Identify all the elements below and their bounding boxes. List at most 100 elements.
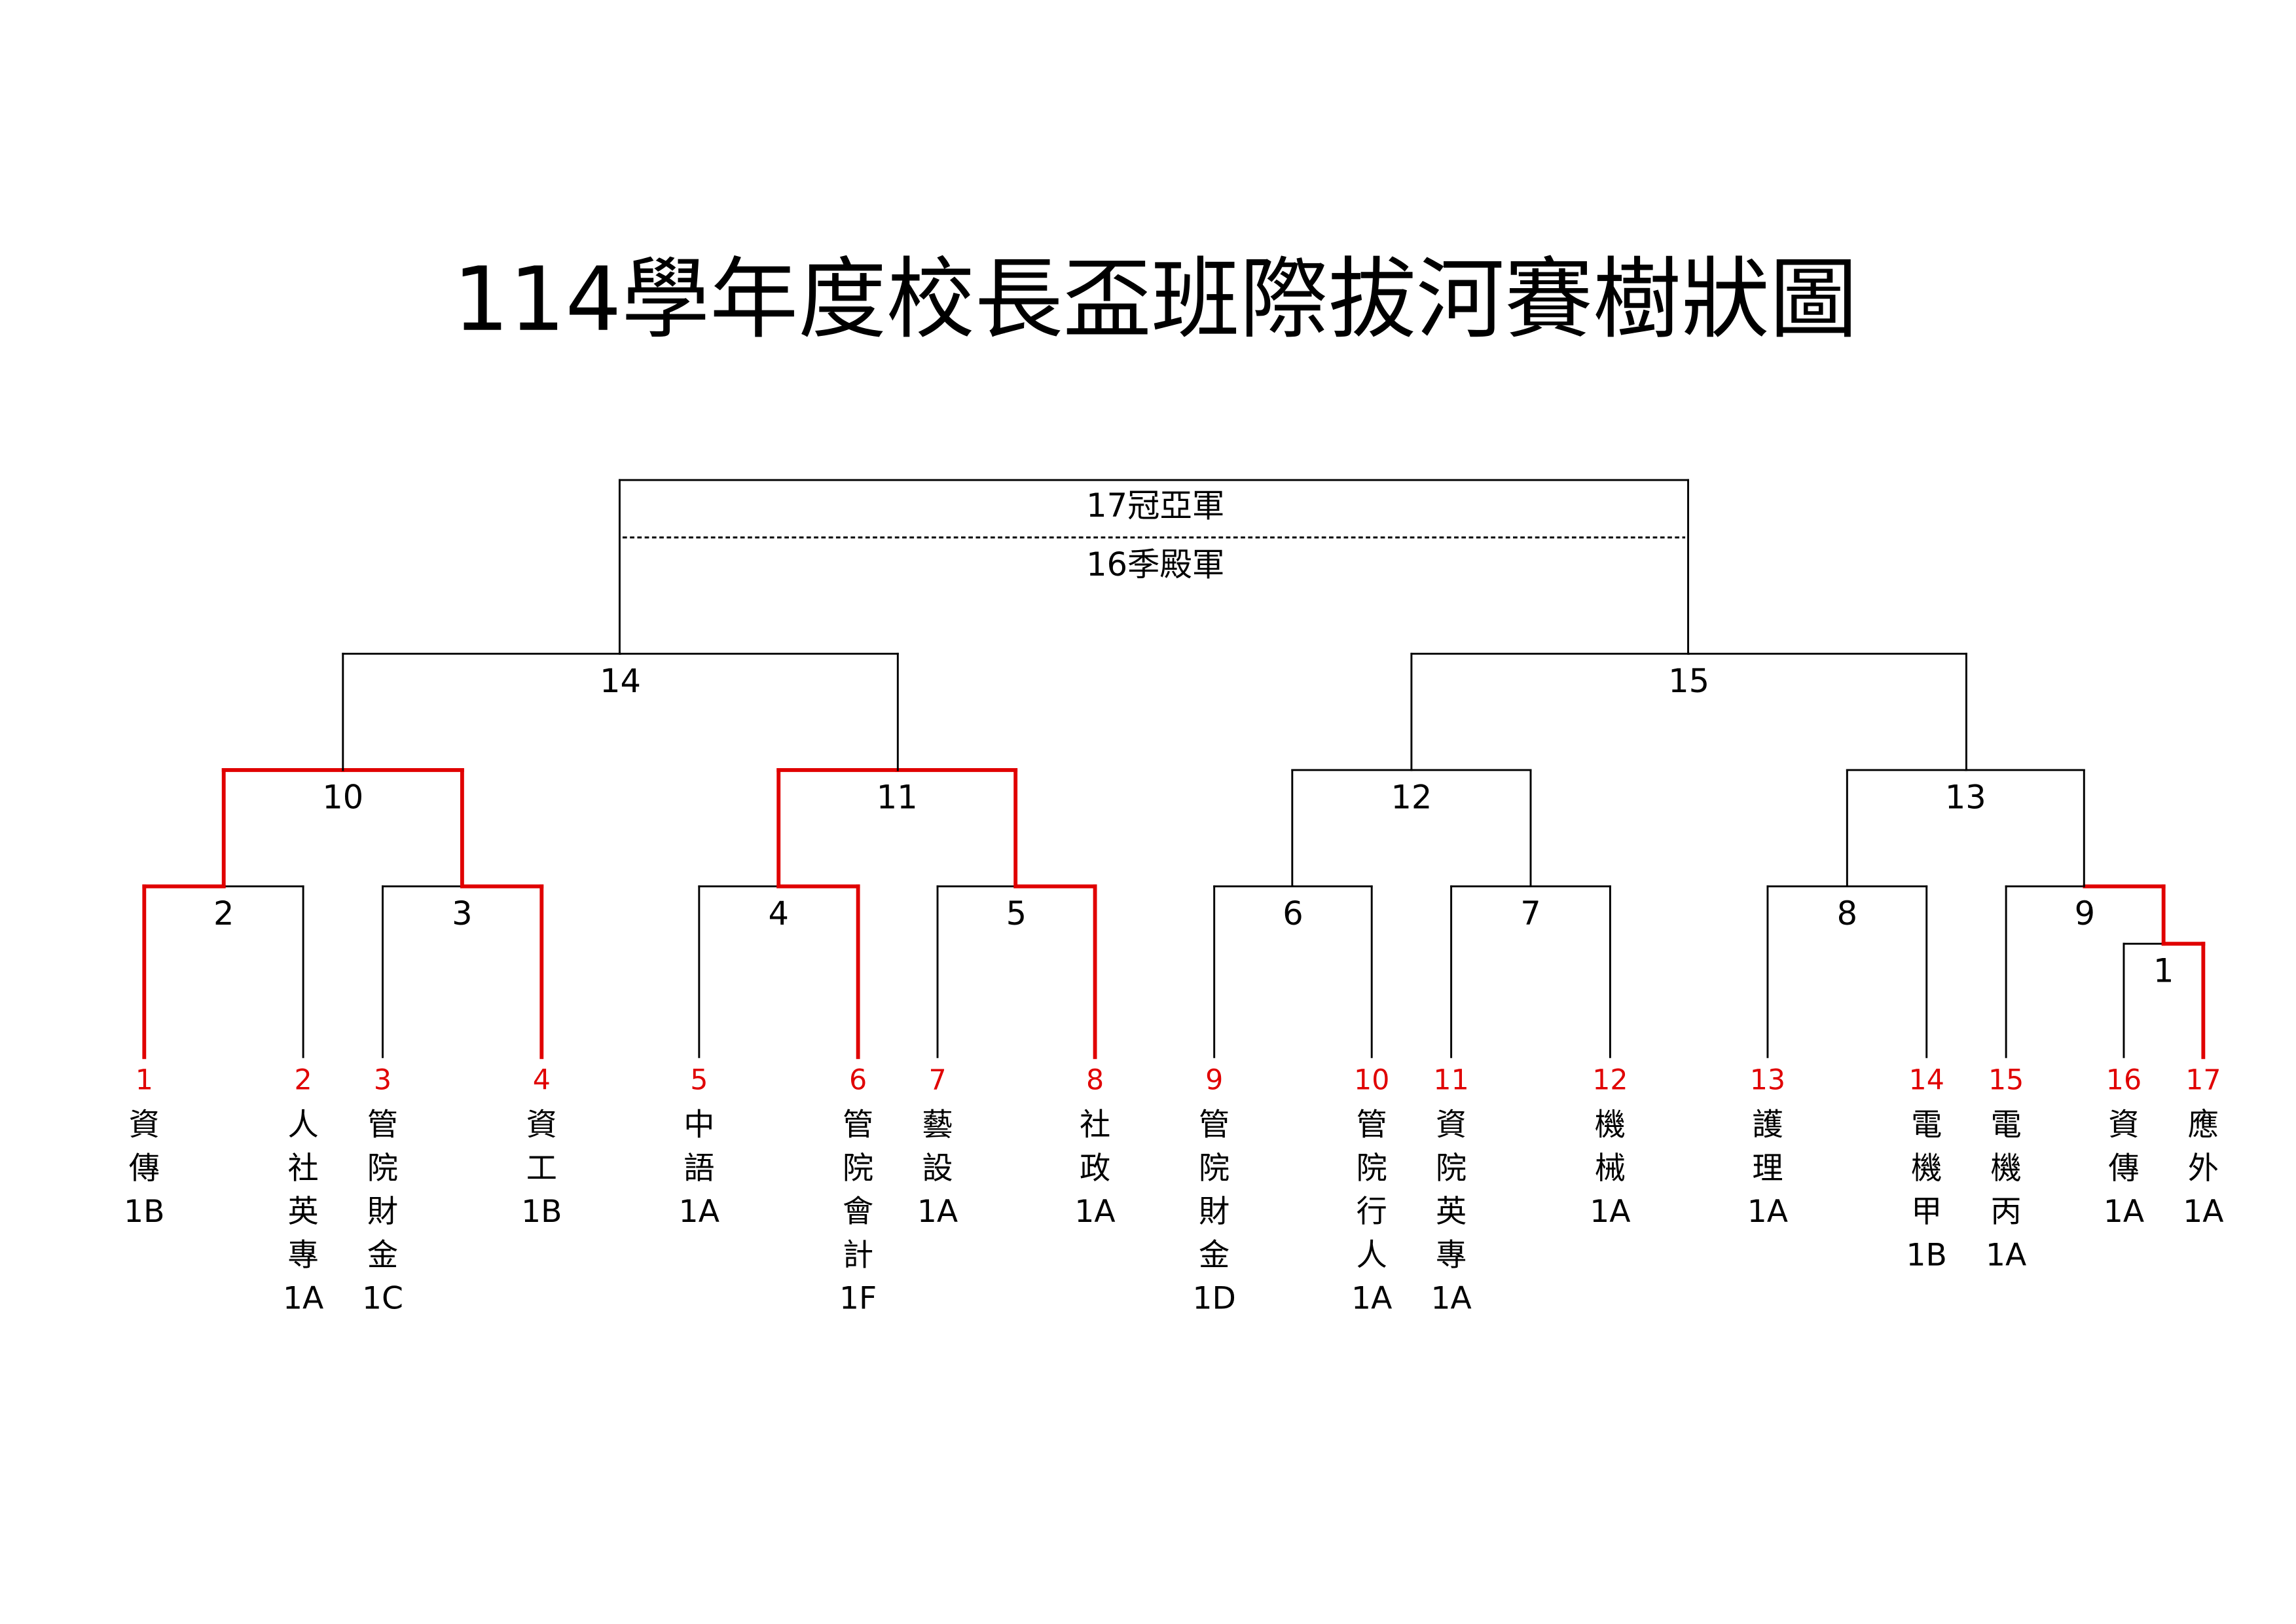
team-class: 1A <box>1590 1194 1630 1230</box>
match-number: 14 <box>600 662 641 700</box>
match-number: 4 <box>768 895 788 932</box>
team-name-char: 金 <box>367 1237 398 1273</box>
team-number: 12 <box>1592 1064 1628 1097</box>
team-name-char: 院 <box>1199 1151 1230 1187</box>
match-number: 15 <box>1668 662 1709 700</box>
team-class: 1B <box>124 1194 164 1230</box>
team-class: 1A <box>1074 1194 1115 1230</box>
team-name-char: 管 <box>367 1107 398 1143</box>
team-name-char: 專 <box>288 1237 319 1273</box>
final-third-label: 16季殿軍 <box>1086 545 1224 583</box>
team-entry: 5 中語 1A <box>679 1064 720 1230</box>
team-class: 1F <box>839 1281 877 1317</box>
team-number: 10 <box>1354 1064 1389 1097</box>
team-name-char: 社 <box>288 1151 319 1187</box>
team-name-char: 中 <box>683 1107 714 1143</box>
team-number: 13 <box>1750 1064 1785 1097</box>
team-name-char: 設 <box>922 1151 953 1187</box>
match-number: 11 <box>877 778 918 816</box>
team-class: 1B <box>521 1194 562 1230</box>
team-name-char: 資 <box>129 1107 160 1143</box>
team-class: 1D <box>1192 1281 1235 1317</box>
team-name-char: 政 <box>1080 1151 1110 1187</box>
team-name-char: 財 <box>367 1194 398 1230</box>
team-name-char: 金 <box>1199 1237 1230 1273</box>
team-class: 1A <box>1430 1281 1471 1317</box>
team-name-char: 傳 <box>2108 1151 2139 1187</box>
team-name-char: 應 <box>2188 1107 2219 1143</box>
team-list: 1資傳1B2人社英專1A3管院財金1C4資工1B5中語1A6管院會計1F7藝設1… <box>124 1064 2223 1317</box>
team-number: 8 <box>1086 1064 1104 1097</box>
team-name-char: 社 <box>1080 1107 1110 1143</box>
team-name-char: 甲 <box>1911 1194 1942 1230</box>
team-name-char: 人 <box>1357 1237 1387 1273</box>
team-name-char: 財 <box>1199 1194 1230 1230</box>
team-name-char: 械 <box>1595 1151 1626 1187</box>
team-class: 1A <box>2104 1194 2144 1230</box>
team-name-char: 計 <box>843 1237 873 1273</box>
team-name-char: 院 <box>843 1151 873 1187</box>
team-name-char: 電 <box>1991 1107 2022 1143</box>
team-name-char: 英 <box>288 1194 319 1230</box>
team-class: 1A <box>917 1194 958 1230</box>
match-number: 12 <box>1391 778 1432 816</box>
team-entry: 17 應外 1A <box>2183 1064 2223 1230</box>
team-entry: 1 資傳 1B <box>124 1064 164 1230</box>
team-name-char: 院 <box>367 1151 398 1187</box>
team-number: 1 <box>136 1064 153 1097</box>
team-class: 1A <box>2183 1194 2223 1230</box>
team-number: 2 <box>295 1064 312 1097</box>
match-number: 9 <box>2075 895 2095 932</box>
team-name-char: 工 <box>526 1151 557 1187</box>
team-class: 1C <box>362 1281 403 1317</box>
team-name-char: 機 <box>1911 1151 1942 1187</box>
team-name-char: 會 <box>843 1194 873 1230</box>
team-number: 9 <box>1205 1064 1223 1097</box>
team-name-char: 院 <box>1357 1151 1387 1187</box>
team-number: 15 <box>1988 1064 2024 1097</box>
team-name-char: 外 <box>2188 1151 2219 1187</box>
team-name-char: 電 <box>1911 1107 1942 1143</box>
match-number: 8 <box>1837 895 1857 932</box>
team-number: 17 <box>2185 1064 2221 1097</box>
team-class: 1A <box>1351 1281 1392 1317</box>
match-number: 13 <box>1945 778 1986 816</box>
team-name-char: 管 <box>843 1107 873 1143</box>
team-entry: 8 社政 1A <box>1074 1064 1115 1230</box>
team-name-char: 護 <box>1752 1107 1783 1143</box>
team-name-char: 理 <box>1752 1151 1783 1187</box>
match-number: 2 <box>213 895 234 932</box>
match-number: 5 <box>1006 895 1027 932</box>
team-number: 3 <box>374 1064 392 1097</box>
bracket-lines <box>142 479 2206 1060</box>
team-name-char: 傳 <box>129 1151 160 1187</box>
team-name-char: 機 <box>1991 1151 2022 1187</box>
team-name-char: 行 <box>1357 1194 1387 1230</box>
team-name-char: 資 <box>1436 1107 1467 1143</box>
match-number: 3 <box>452 895 472 932</box>
team-name-char: 語 <box>683 1151 714 1187</box>
team-number: 7 <box>928 1064 946 1097</box>
team-name-char: 專 <box>1436 1237 1467 1273</box>
team-number: 14 <box>1909 1064 1944 1097</box>
team-name-char: 人 <box>288 1107 319 1143</box>
team-class: 1A <box>679 1194 720 1230</box>
team-number: 5 <box>690 1064 708 1097</box>
team-name-char: 院 <box>1436 1151 1467 1187</box>
team-number: 16 <box>2106 1064 2141 1097</box>
team-name-char: 丙 <box>1991 1194 2022 1230</box>
team-number: 4 <box>533 1064 551 1097</box>
